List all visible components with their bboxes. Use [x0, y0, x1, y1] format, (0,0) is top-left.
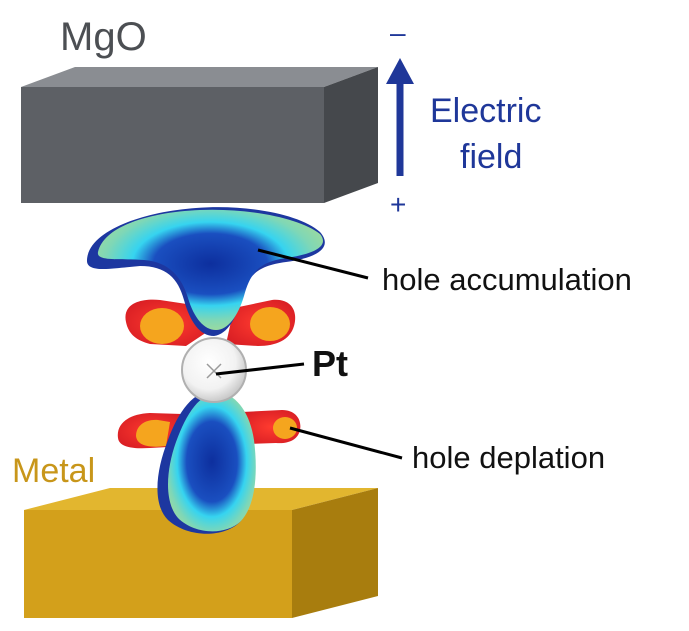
hole-accumulation-lobe: [86, 207, 325, 336]
electric-field-label-line1: Electric: [430, 92, 541, 130]
metal-block-side: [292, 488, 378, 618]
pt-leader: [215, 362, 305, 376]
electric-field-label-line2: field: [460, 138, 522, 176]
metal-block: [24, 488, 378, 618]
pt-center-marker: [206, 363, 222, 379]
field-plus-sign: +: [390, 189, 406, 220]
metal-label: Metal: [12, 452, 95, 490]
field-minus-sign: –: [390, 17, 406, 48]
hole-accumulation-leader: [257, 248, 369, 280]
mgo-block-side: [324, 67, 378, 203]
pt-label: Pt: [312, 343, 348, 384]
metal-block-front: [24, 510, 292, 618]
pt-atom: [181, 337, 247, 403]
hole-depletion-label: hole deplation: [412, 440, 605, 475]
hole-accumulation-label: hole accumulation: [382, 262, 632, 297]
mgo-block-front: [21, 87, 324, 203]
hole-depletion-main-lobe: [157, 390, 256, 534]
mgo-block: [21, 67, 378, 203]
hole-depletion-leader: [289, 426, 403, 460]
mgo-block-top: [21, 67, 378, 87]
electric-field-arrow: [386, 58, 414, 176]
mgo-label: MgO: [60, 15, 147, 59]
